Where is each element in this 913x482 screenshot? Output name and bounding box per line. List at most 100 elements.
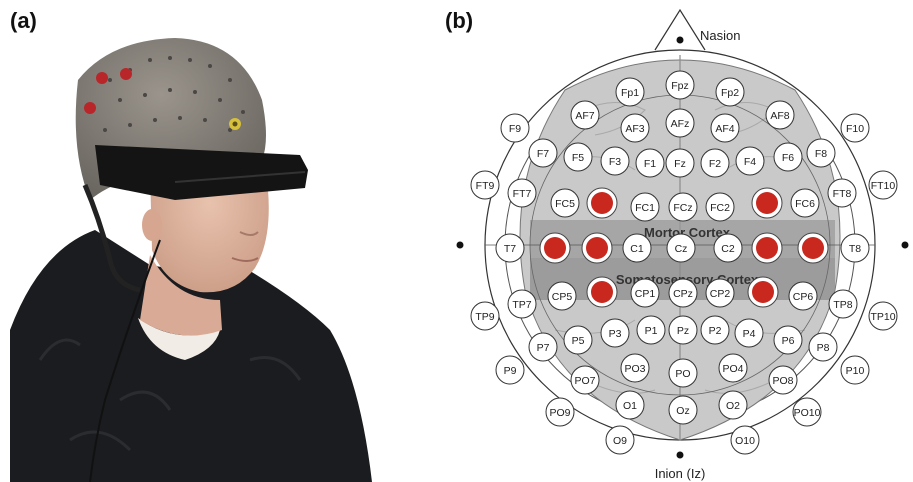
- electrode-f5: F5: [563, 142, 593, 172]
- electrode-label: T7: [504, 243, 516, 255]
- electrode-fc5: FC5: [550, 188, 580, 218]
- electrode-fp1: Fp1: [615, 77, 645, 107]
- electrode-cp6: CP6: [788, 281, 818, 311]
- electrode-label: P3: [609, 328, 622, 340]
- electrode-fz: Fz: [665, 148, 695, 178]
- electrode-label: F1: [644, 158, 656, 170]
- electrode-circle: [773, 142, 803, 172]
- electrode-f1: F1: [635, 148, 665, 178]
- electrode-fc6: FC6: [790, 188, 820, 218]
- electrode-label: P10: [846, 365, 865, 377]
- inion-dot: [676, 451, 684, 459]
- active-electrode-marker: [591, 281, 613, 303]
- electrode-p1: P1: [636, 315, 666, 345]
- electrode-circle: [600, 146, 630, 176]
- electrode-circle: [734, 318, 764, 348]
- electrode-circle: [615, 390, 645, 420]
- electrode-circle: [495, 233, 525, 263]
- electrode-label: F3: [609, 156, 621, 168]
- electrode-circle: [507, 178, 537, 208]
- electrode-circle: [563, 142, 593, 172]
- electrode-o2: O2: [718, 390, 748, 420]
- electrode-label: F7: [537, 148, 549, 160]
- electrode-ft9: FT9: [470, 170, 500, 200]
- electrode-circle: [620, 113, 650, 143]
- electrode-label: FT9: [476, 180, 495, 192]
- electrode-circle: [547, 281, 577, 311]
- electrode-label: TP7: [512, 299, 531, 311]
- electrode-cp2: CP2: [705, 278, 735, 308]
- electrode-circle: [545, 397, 575, 427]
- electrode-circle: [773, 325, 803, 355]
- electrode-circle: [788, 281, 818, 311]
- electrode-label: FT10: [871, 180, 896, 192]
- electrode-f3: F3: [600, 146, 630, 176]
- electrode-label: AF4: [715, 123, 734, 135]
- electrode-label: Cz: [675, 243, 688, 255]
- electrode-circle: [828, 289, 858, 319]
- electrode-label: PO9: [549, 407, 570, 419]
- active-electrode-marker: [756, 192, 778, 214]
- electrode-circle: [705, 278, 735, 308]
- electrode-f10: F10: [840, 113, 870, 143]
- electrode-label: F8: [815, 148, 827, 160]
- nasion-dot: [676, 36, 684, 44]
- electrode-label: T8: [849, 243, 861, 255]
- electrode-label: FC5: [555, 198, 575, 210]
- active-electrode-marker: [756, 237, 778, 259]
- electrode-circle: [668, 395, 698, 425]
- electrode-circle: [765, 100, 795, 130]
- electrode-label: PO10: [794, 407, 821, 419]
- electrode-cp5: CP5: [547, 281, 577, 311]
- electrode-label: O1: [623, 400, 637, 412]
- electrode-circle: [665, 70, 695, 100]
- electrode-circle: [500, 113, 530, 143]
- electrode-label: Pz: [677, 325, 689, 337]
- electrode-pz: Pz: [668, 315, 698, 345]
- electrode-circle: [622, 233, 652, 263]
- electrode-p6: P6: [773, 325, 803, 355]
- electrode-p2: P2: [700, 315, 730, 345]
- electrode-circle: [790, 188, 820, 218]
- electrode-label: P7: [537, 342, 550, 354]
- electrode-circle: [735, 146, 765, 176]
- electrode-f6: F6: [773, 142, 803, 172]
- electrode-label: F4: [744, 156, 756, 168]
- electrode-f9: F9: [500, 113, 530, 143]
- electrode-af8: AF8: [765, 100, 795, 130]
- electrode-ft7: FT7: [507, 178, 537, 208]
- electrode-circle: [840, 233, 870, 263]
- electrode-po: PO: [668, 358, 698, 388]
- electrode-circle: [570, 100, 600, 130]
- electrode-label: O10: [735, 435, 755, 447]
- electrode-label: FC1: [635, 202, 655, 214]
- active-electrode-marker: [752, 281, 774, 303]
- electrode-circle: [668, 192, 698, 222]
- electrode-label: P2: [709, 325, 722, 337]
- electrode-circle: [668, 358, 698, 388]
- electrode-f4: F4: [735, 146, 765, 176]
- electrode-circle: [840, 355, 870, 385]
- electrode-label: P6: [782, 335, 795, 347]
- electrode-circle: [710, 113, 740, 143]
- electrode-p5: P5: [563, 325, 593, 355]
- electrode-label: Fpz: [671, 80, 689, 92]
- electrode-circle: [808, 332, 838, 362]
- electrode-af3: AF3: [620, 113, 650, 143]
- electrode-circle: [827, 178, 857, 208]
- electrode-o10: O10: [730, 425, 760, 455]
- electrode-af7: AF7: [570, 100, 600, 130]
- electrode-circle: [470, 301, 500, 331]
- electrode-o1: O1: [615, 390, 645, 420]
- electrode-label: P1: [645, 325, 658, 337]
- active-electrode-layer: [539, 187, 829, 308]
- electrode-c1: C1: [622, 233, 652, 263]
- left-preauricular-dot: [456, 241, 464, 249]
- electrode-label: F5: [572, 152, 584, 164]
- electrode-circle: [668, 315, 698, 345]
- electrode-circle: [792, 397, 822, 427]
- panel-b-label: (b): [445, 8, 474, 33]
- electrode-circle: [665, 148, 695, 178]
- electrode-tp10: TP10: [868, 301, 898, 331]
